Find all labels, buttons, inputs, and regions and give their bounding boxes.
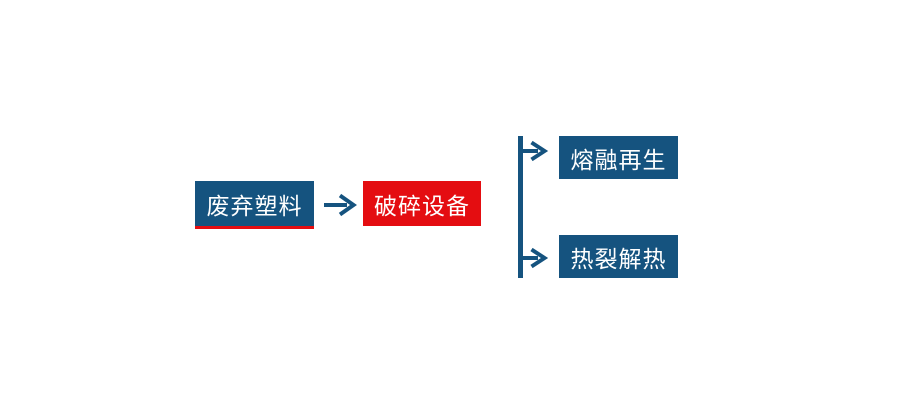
node-waste-plastic-label: 废弃塑料 (206, 192, 303, 219)
node-thermal-pyrolysis: 热裂解热 (559, 235, 678, 278)
top-branch-right-arrow-icon (523, 140, 549, 162)
node-thermal-pyrolysis-label: 热裂解热 (570, 245, 667, 272)
node-waste-plastic: 废弃塑料 (195, 181, 314, 229)
node-melt-regeneration-label: 熔融再生 (570, 146, 667, 173)
bottom-branch-right-arrow-icon (523, 247, 549, 269)
node-crushing-equipment: 破碎设备 (363, 181, 481, 226)
node-crushing-equipment-label: 破碎设备 (374, 192, 470, 219)
main-right-arrow-icon (324, 193, 357, 217)
node-melt-regeneration: 熔融再生 (559, 136, 678, 179)
